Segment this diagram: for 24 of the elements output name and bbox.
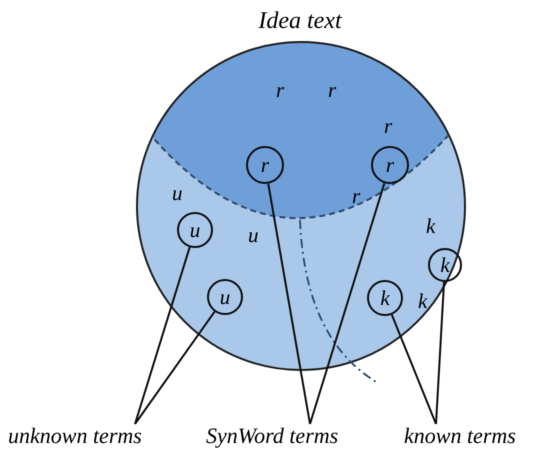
term-label: SynWord terms [206,424,338,448]
leader-line [267,184,311,424]
term-letter: u [248,225,258,246]
term-circle: k [367,280,403,316]
leader-line [309,182,386,424]
leader-line [134,246,191,424]
term-circle: r [371,146,409,184]
term-label: unknown terms [8,424,142,448]
term-circle: k [428,248,462,282]
term-circle: u [207,279,243,315]
term-letter: u [172,183,182,204]
term-letter: r [384,116,392,137]
term-letter: k [418,291,428,312]
leader-line [435,282,446,424]
leader-line [134,311,216,425]
term-label: known terms [404,424,516,448]
term-circle: r [246,146,284,184]
leader-line [390,314,437,424]
term-letter: k [426,216,436,237]
term-letter: r [352,186,360,207]
term-circle: u [177,212,213,248]
circle-title: Idea text [257,8,344,35]
term-letter: r [328,80,336,101]
term-letter: r [276,80,284,101]
